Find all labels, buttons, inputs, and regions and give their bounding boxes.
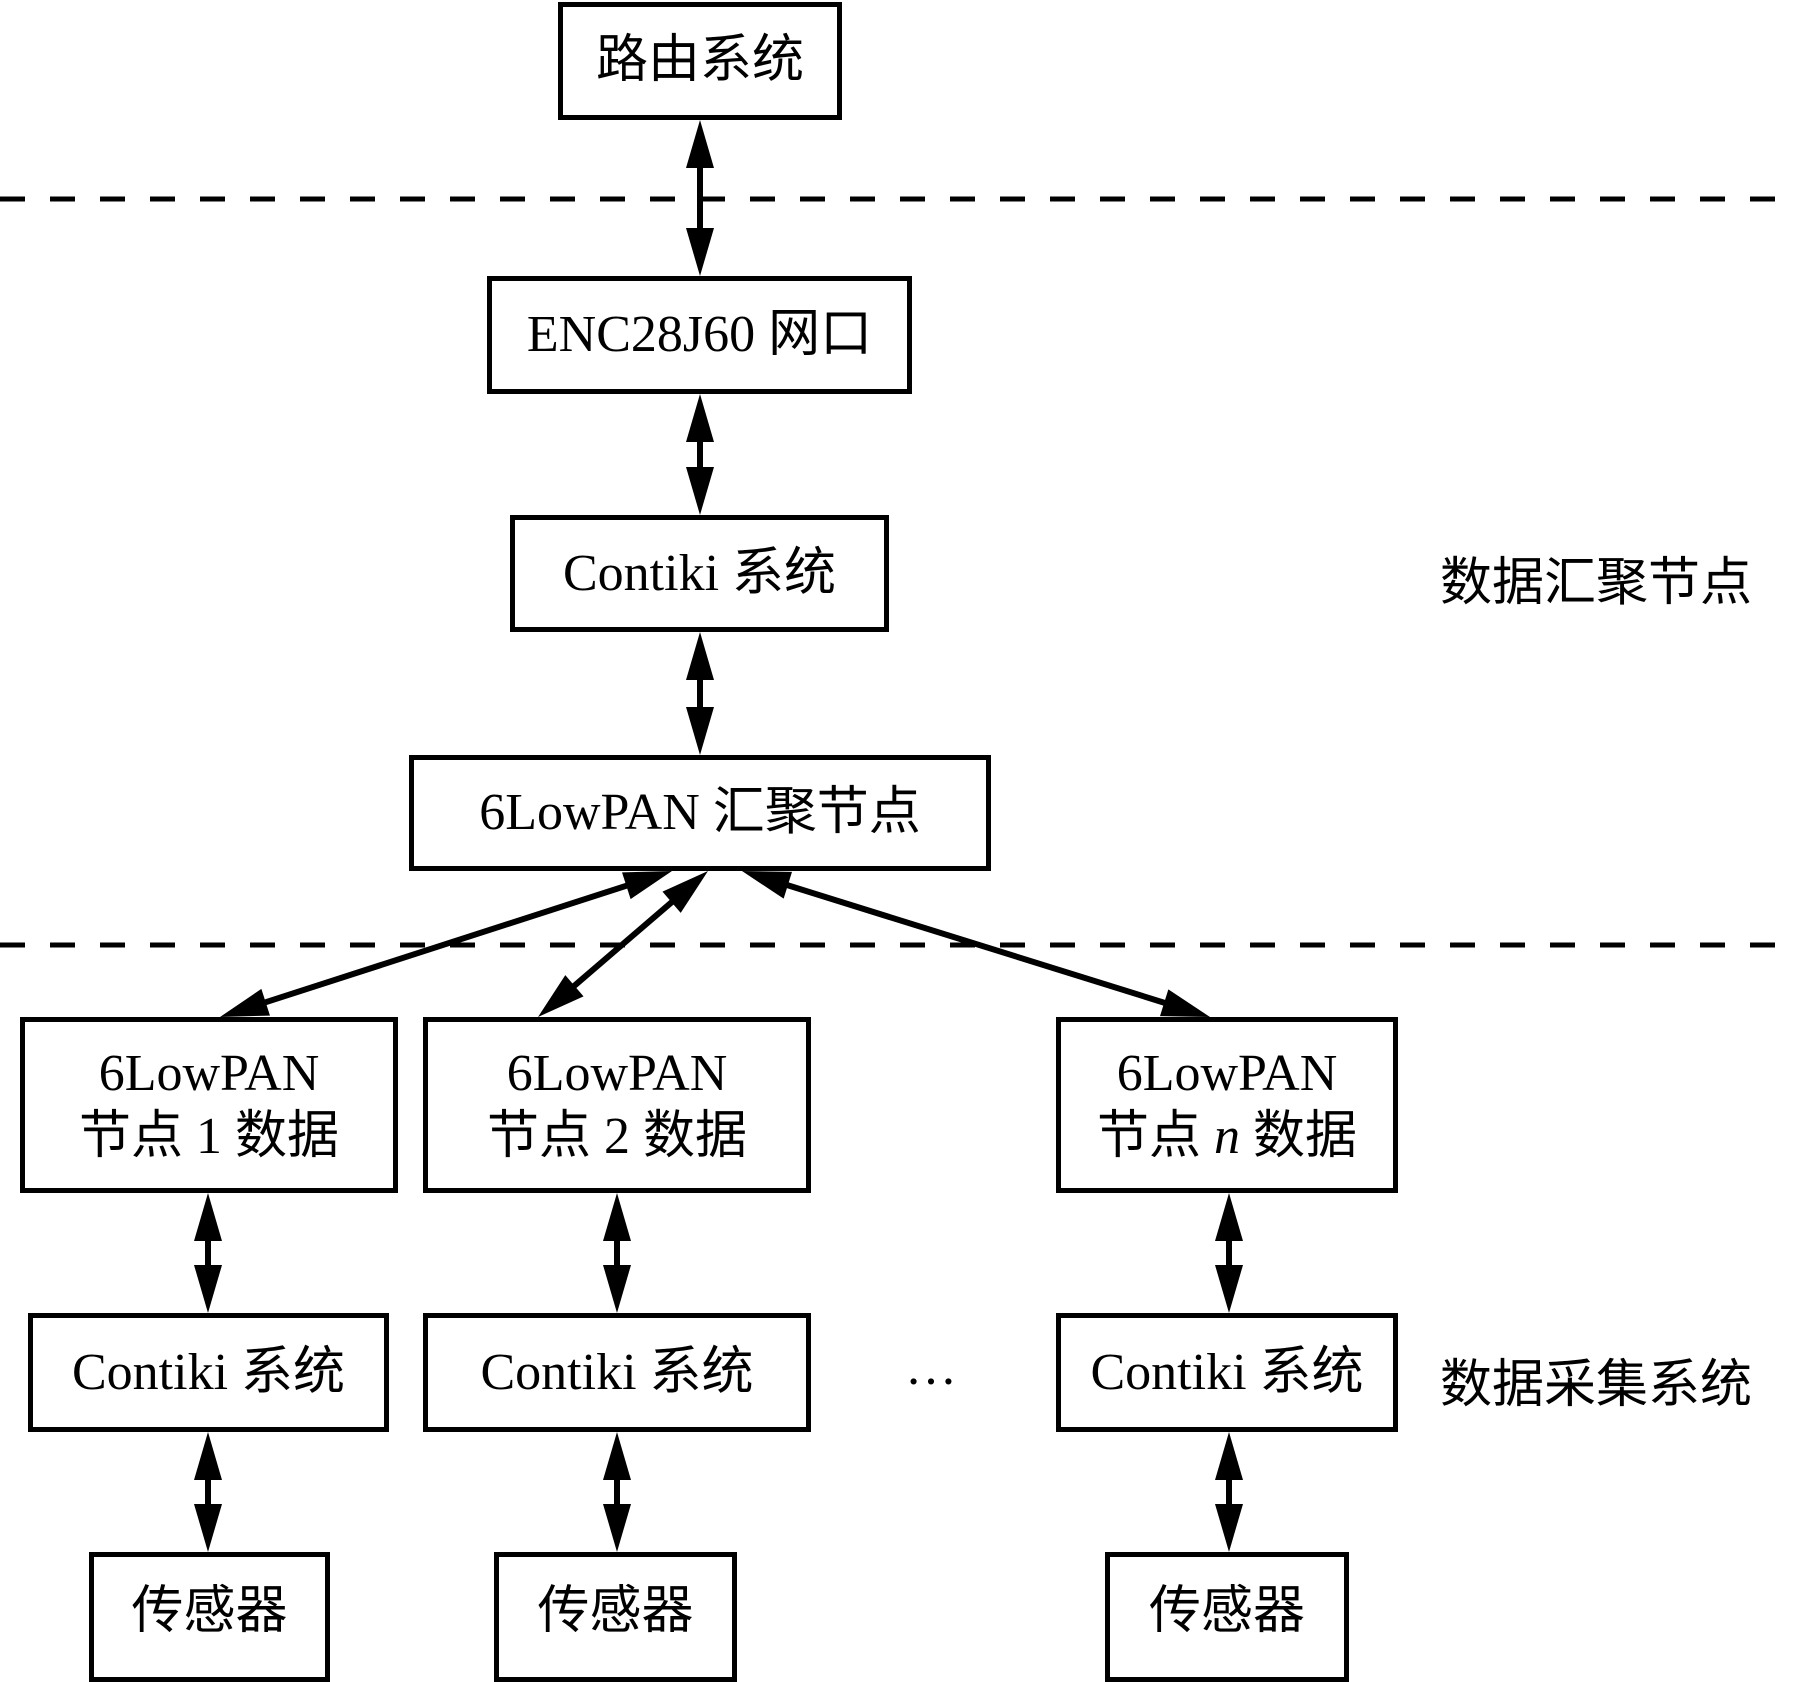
arrow-router-enc-head-end	[686, 228, 714, 276]
contiki-label: Contiki 系统	[480, 1343, 754, 1401]
node-title: 6LowPAN	[1116, 1044, 1338, 1102]
node-title: 6LowPAN	[98, 1044, 320, 1102]
contiki-box-1: Contiki 系统	[28, 1313, 389, 1432]
arrow-sink-node1-head-start	[622, 871, 672, 900]
node-data-box-n: 6LowPAN 节点 n 数据	[1056, 1017, 1398, 1193]
router-system-label: 路由系统	[595, 32, 804, 90]
router-system-box: 路由系统	[558, 2, 842, 120]
arrow-sink-node2	[566, 894, 680, 994]
sensor-label: 传感器	[1148, 1583, 1305, 1641]
arrow-noden-osn-head-end	[1215, 1265, 1243, 1313]
contiki-label: Contiki 系统	[1090, 1343, 1364, 1401]
arrow-node2-os2-head-start	[603, 1193, 631, 1241]
sink-layer-label: 数据汇聚节点	[1440, 555, 1753, 612]
node-subtitle: 节点 2 数据	[486, 1108, 748, 1165]
arrow-sink-noden-head-start	[742, 871, 792, 899]
arrow-contiki-sink-head-start	[686, 632, 714, 680]
arrow-os2-sensor2-head-start	[603, 1432, 631, 1480]
arrow-sink-node2-head-start	[662, 871, 708, 913]
arrow-os1-sensor1-head-end	[194, 1504, 222, 1552]
arrow-sink-node1	[257, 880, 635, 1008]
contiki-box-2: Contiki 系统	[423, 1313, 811, 1432]
sink-contiki-box: Contiki 系统	[510, 515, 889, 632]
arrow-node2-os2-head-end	[603, 1265, 631, 1313]
sensor-box-2: 传感器	[494, 1552, 737, 1682]
node-subtitle: 节点 1 数据	[78, 1108, 340, 1165]
sink-contiki-label: Contiki 系统	[562, 544, 837, 602]
arrow-sink-noden	[779, 880, 1173, 1008]
arrow-node1-os1-head-end	[194, 1265, 222, 1313]
node-data-box-1: 6LowPAN 节点 1 数据	[20, 1017, 398, 1193]
arrow-contiki-sink-head-end	[686, 707, 714, 755]
arrow-enc-contiki-head-end	[686, 467, 714, 515]
arrow-sink-node2-head-end	[538, 975, 584, 1017]
ellipsis-more-nodes: …	[905, 1339, 957, 1396]
node-data-box-2: 6LowPAN 节点 2 数据	[423, 1017, 811, 1193]
arrow-osn-sensorn-head-start	[1215, 1432, 1243, 1480]
enc28j60-port-label: ENC28J60 网口	[526, 306, 873, 364]
sink-node-label: 6LowPAN 汇聚节点	[479, 784, 921, 842]
sink-node-box: 6LowPAN 汇聚节点	[409, 755, 991, 871]
arrow-router-enc-head-start	[686, 120, 714, 168]
arrow-sink-noden-head-end	[1160, 989, 1210, 1017]
arrow-os2-sensor2-head-end	[603, 1504, 631, 1552]
contiki-box-n: Contiki 系统	[1056, 1313, 1398, 1432]
arrow-node1-os1-head-start	[194, 1193, 222, 1241]
arrow-enc-contiki-head-start	[686, 394, 714, 442]
arrow-sink-node1-head-end	[220, 988, 270, 1017]
contiki-label: Contiki 系统	[71, 1343, 346, 1401]
collect-layer-label: 数据采集系统	[1440, 1357, 1753, 1414]
sensor-box-1: 传感器	[89, 1552, 330, 1682]
arrow-os1-sensor1-head-start	[194, 1432, 222, 1480]
node-title: 6LowPAN	[506, 1044, 728, 1102]
sensor-label: 传感器	[131, 1583, 288, 1641]
arrow-osn-sensorn-head-end	[1215, 1504, 1243, 1552]
sensor-box-n: 传感器	[1105, 1552, 1349, 1682]
sensor-label: 传感器	[537, 1583, 694, 1641]
arrow-noden-osn-head-start	[1215, 1193, 1243, 1241]
node-subtitle: 节点 n 数据	[1096, 1108, 1358, 1165]
enc28j60-port-box: ENC28J60 网口	[487, 276, 912, 394]
